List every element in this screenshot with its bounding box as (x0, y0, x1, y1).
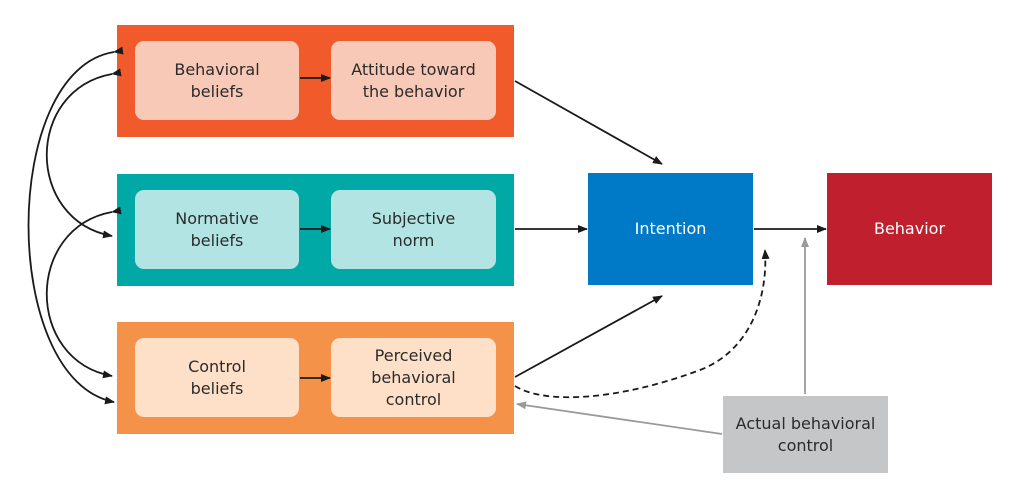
behavioral-beliefs-box: Behavioral beliefs (135, 41, 299, 120)
correlation-arcs (27, 46, 124, 405)
actual-to-perceived-arrow (516, 401, 723, 435)
norm-control-correlation-arc (45, 206, 122, 379)
intention-box: Intention (588, 173, 753, 285)
perceived-control-box: Perceived behavioral control (331, 338, 496, 417)
control-to-intention-arrow (514, 295, 663, 378)
subjective-norm-box: Subjective norm (331, 190, 496, 269)
attitude-norm-correlation-arc (45, 68, 122, 239)
attitude-control-correlation-arc (27, 46, 124, 405)
normative-beliefs-box: Normative beliefs (135, 190, 299, 269)
attitude-to-intention-arrow (514, 80, 663, 165)
actual-control-box: Actual behavioral control (723, 396, 888, 473)
attitude-box: Attitude toward the behavior (331, 41, 496, 120)
behavior-box: Behavior (827, 173, 992, 285)
control-beliefs-box: Control beliefs (135, 338, 299, 417)
